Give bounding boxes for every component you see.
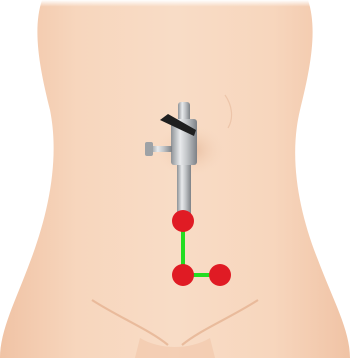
right-marker xyxy=(209,264,231,286)
corner-marker xyxy=(172,264,194,286)
top-marker xyxy=(172,210,194,232)
stopcock-valve xyxy=(145,142,153,156)
chest-fade xyxy=(0,0,350,60)
stopcock-arm xyxy=(150,146,172,152)
trocar-shaft xyxy=(177,163,191,215)
